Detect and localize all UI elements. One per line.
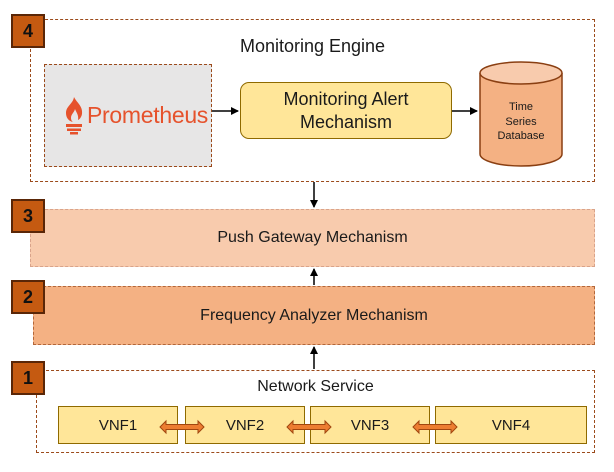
double-arrow-icon-vnf1-vnf2 bbox=[159, 419, 205, 435]
badge-3: 3 bbox=[11, 199, 45, 233]
vnf-box-1: VNF1 bbox=[58, 406, 178, 444]
monitoring-alert-mechanism-box: Monitoring Alert Mechanism bbox=[240, 82, 452, 139]
push-gateway-box: Push Gateway Mechanism bbox=[30, 209, 595, 267]
badge-4: 4 bbox=[11, 14, 45, 48]
network-service-box bbox=[36, 370, 595, 453]
frequency-analyzer-label: Frequency Analyzer Mechanism bbox=[200, 306, 428, 324]
vnf-box-3: VNF3 bbox=[310, 406, 430, 444]
frequency-analyzer-box: Frequency Analyzer Mechanism bbox=[33, 286, 595, 345]
prometheus-logo: Prometheus bbox=[63, 89, 213, 141]
monitoring-engine-box bbox=[30, 19, 595, 182]
double-arrow-icon-vnf3-vnf4 bbox=[412, 419, 458, 435]
database-label: Time Series Database bbox=[478, 95, 564, 149]
database-line-3: Database bbox=[497, 130, 545, 143]
vnf-box-2: VNF2 bbox=[185, 406, 305, 444]
prometheus-flame-icon bbox=[66, 97, 83, 135]
network-service-title: Network Service bbox=[257, 378, 374, 395]
badge-1: 1 bbox=[11, 361, 45, 395]
push-gateway-label: Push Gateway Mechanism bbox=[217, 229, 408, 246]
database-line-1: Time bbox=[508, 100, 534, 113]
prometheus-label: Prometheus bbox=[87, 101, 209, 128]
monitoring-engine-title: Monitoring Engine bbox=[239, 35, 386, 56]
alert-mechanism-line-2: Mechanism bbox=[299, 111, 393, 132]
prometheus-panel: Prometheus bbox=[44, 64, 212, 167]
alert-mechanism-line-1: Monitoring Alert bbox=[283, 89, 409, 109]
badge-2: 2 bbox=[11, 280, 45, 314]
database-line-2: Series bbox=[505, 115, 537, 128]
database-cylinder-icon bbox=[479, 61, 563, 167]
double-arrow-icon-vnf2-vnf3 bbox=[286, 419, 332, 435]
